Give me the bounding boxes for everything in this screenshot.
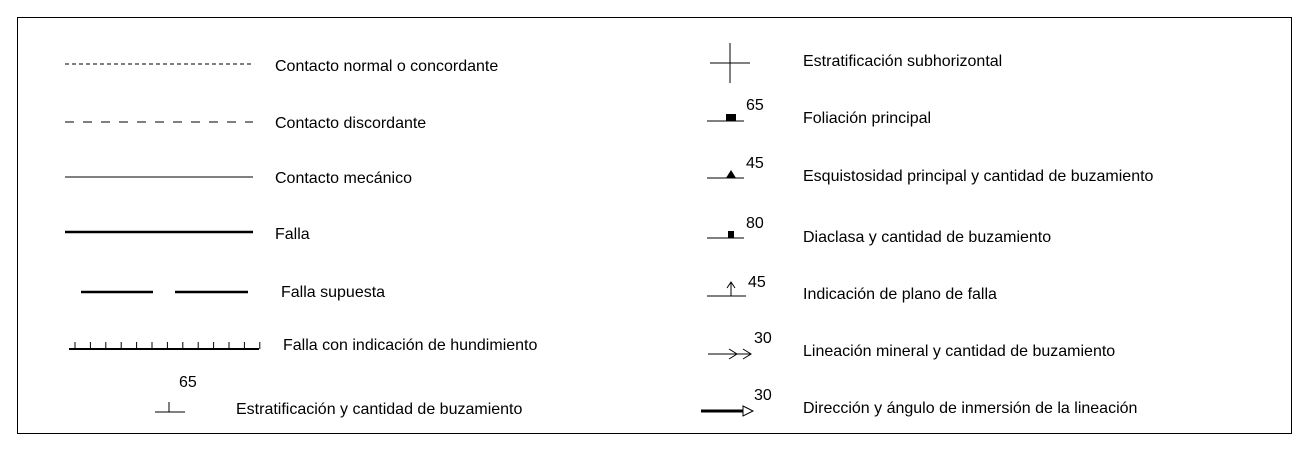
triangle-schistosity-icon bbox=[707, 170, 744, 179]
legend-label: Contacto discordante bbox=[275, 115, 427, 132]
legend-label: Falla con indicación de hundimiento bbox=[283, 337, 538, 354]
cross-icon bbox=[710, 43, 750, 83]
legend-symbols bbox=[65, 43, 755, 417]
dip-symbol-icon bbox=[155, 402, 185, 413]
legend-frame: Contacto normal o concordante Contacto d… bbox=[17, 17, 1292, 434]
legend-label: Contacto normal o concordante bbox=[275, 58, 499, 75]
square-foliation-icon bbox=[707, 114, 744, 122]
legend-label: Diaclasa y cantidad de buzamiento bbox=[803, 229, 1052, 246]
legend-label: Indicación de plano de falla bbox=[803, 286, 997, 303]
legend-label: Lineación mineral y cantidad de buzamien… bbox=[803, 343, 1116, 360]
legend-label: Contacto mecánico bbox=[275, 170, 412, 187]
legend-label: Esquistosidad principal y cantidad de bu… bbox=[803, 168, 1154, 185]
dip-value: 45 bbox=[748, 274, 766, 291]
hollow-arrow-plunge-icon bbox=[701, 405, 755, 417]
dip-value: 45 bbox=[746, 155, 764, 172]
dip-value: 30 bbox=[754, 330, 772, 347]
small-square-joint-icon bbox=[707, 231, 744, 239]
ticked-line-icon bbox=[69, 342, 261, 350]
legend-label: Dirección y ángulo de inmersión de la li… bbox=[803, 400, 1138, 417]
legend-label: Foliación principal bbox=[803, 110, 932, 127]
arrow-right-lineation-icon bbox=[708, 348, 752, 360]
dip-value: 65 bbox=[746, 97, 764, 114]
legend-label: Estratificación subhorizontal bbox=[803, 53, 1003, 70]
legend-label: Estratificación y cantidad de buzamiento bbox=[236, 401, 523, 418]
dip-value: 80 bbox=[746, 215, 764, 232]
dip-value: 30 bbox=[754, 387, 772, 404]
legend-label: Falla bbox=[275, 226, 310, 243]
dip-value: 65 bbox=[179, 374, 197, 391]
arrow-up-fault-plane-icon bbox=[707, 281, 746, 297]
legend-label: Falla supuesta bbox=[281, 284, 386, 301]
